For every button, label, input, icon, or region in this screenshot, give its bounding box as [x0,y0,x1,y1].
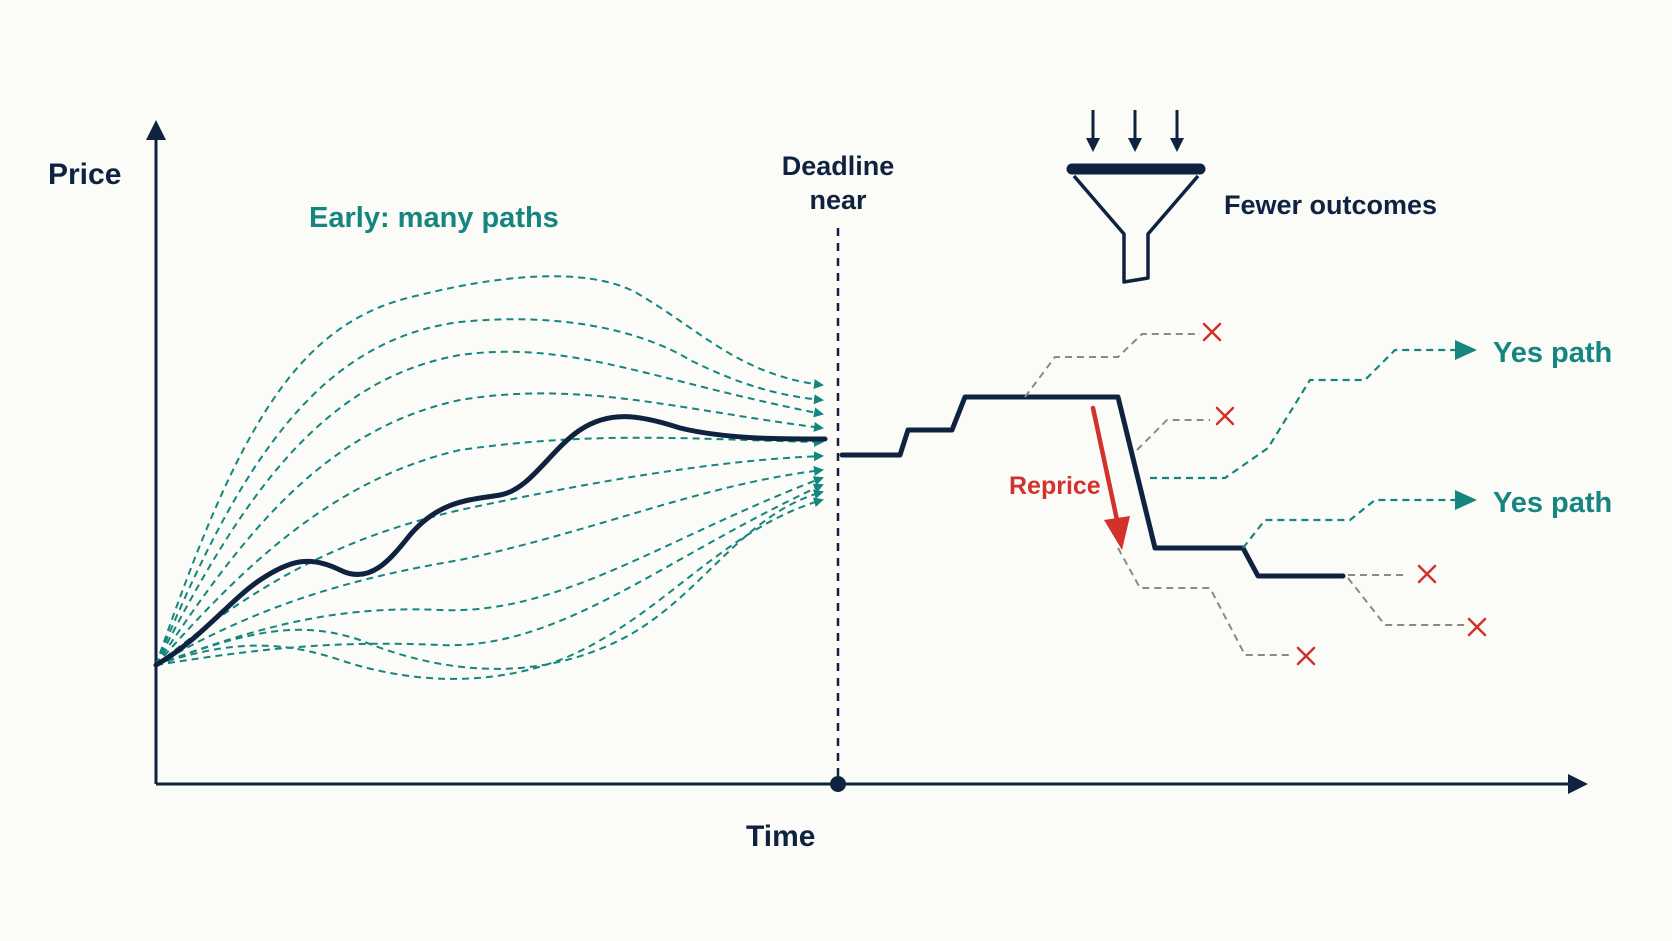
dead-paths [1024,333,1465,656]
early-path [155,436,824,666]
early-path [155,476,824,666]
early-paths [155,275,824,680]
early-path [155,350,824,666]
down-arrow-icon [1086,110,1184,152]
yes-path-upper [1150,340,1477,480]
yes-path-lower [1242,490,1477,549]
cross-icon [1296,646,1316,666]
early-path [155,483,824,666]
cross-icon [1417,564,1437,584]
cross-icon [1215,406,1235,426]
early-path [155,466,824,666]
cross-icon [1202,322,1222,342]
funnel-caption: Fewer outcomes [1224,190,1437,220]
early-path [155,489,824,670]
early-path [155,275,824,666]
main-path-early [153,414,828,668]
main-path [153,394,1346,668]
reprice-arrowhead-icon [1104,516,1130,550]
dead-path [1024,333,1200,398]
yes-path-upper-label: Yes path [1493,337,1612,369]
reprice-label: Reprice [1009,472,1101,500]
axes [146,120,1588,794]
x-axis-label: Time [746,820,815,853]
early-path [155,451,824,666]
main-path-late [839,394,1346,579]
dead-path [1117,547,1290,656]
yes-path-lower-label: Yes path [1493,487,1612,519]
deadline-label-line1: Deadline [782,151,895,181]
yes-paths [1150,340,1477,549]
funnel-icon [1066,110,1206,284]
cross-icon [1467,617,1487,637]
reprice-arrow [1090,405,1130,550]
dead-path [1347,577,1465,626]
deadline-marker [830,776,846,792]
early-label: Early: many paths [309,202,559,234]
y-axis-label: Price [48,158,121,191]
dead-end-markers [1202,322,1487,666]
dead-path [1136,419,1210,451]
early-path [155,497,824,680]
down-arrow-icon [1090,405,1120,523]
x-axis-arrowhead-icon [1568,774,1588,794]
y-axis-arrowhead-icon [146,120,166,140]
deadline-label-line2: near [809,185,867,215]
early-path [155,392,824,666]
early-path [155,318,824,666]
